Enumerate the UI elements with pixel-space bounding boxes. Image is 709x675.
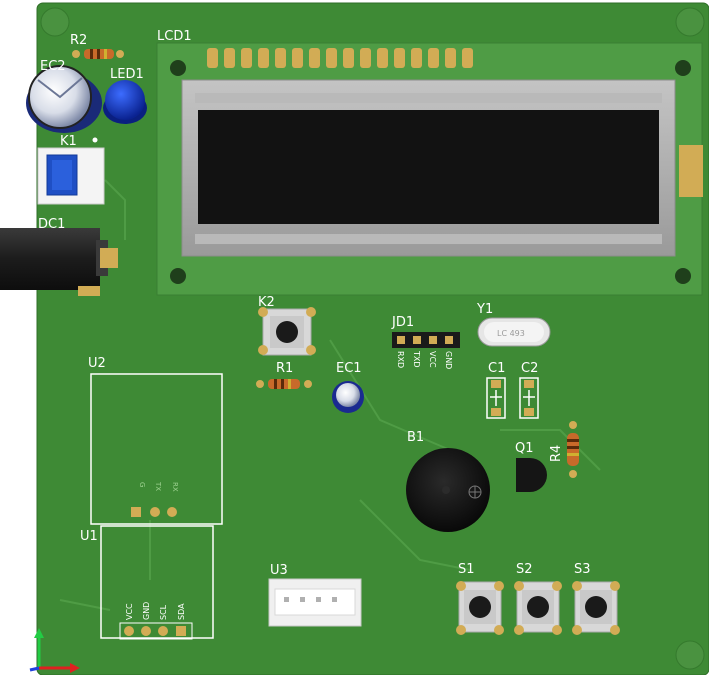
label-y1: Y1 bbox=[476, 302, 493, 317]
lcd-hole bbox=[170, 268, 186, 284]
capacitor-ec2 bbox=[26, 65, 102, 133]
u1-pin-sda: SDA bbox=[177, 603, 186, 620]
lcd-pin bbox=[275, 48, 286, 68]
resistor-r1 bbox=[256, 379, 312, 389]
lcd-pin bbox=[326, 48, 337, 68]
buttons-s bbox=[456, 581, 620, 635]
label-u3: U3 bbox=[270, 563, 288, 578]
module-u2 bbox=[90, 373, 223, 525]
u2-pin-g: G bbox=[138, 482, 146, 487]
label-s2: S2 bbox=[516, 562, 533, 577]
button-k2[interactable] bbox=[258, 307, 316, 356]
lcd-pin bbox=[207, 48, 218, 68]
module-u1 bbox=[100, 525, 214, 640]
capacitor-c2 bbox=[519, 377, 539, 419]
traces bbox=[59, 179, 601, 611]
label-r4: R4 bbox=[549, 445, 564, 462]
lcd-pin bbox=[462, 48, 473, 68]
led-led1 bbox=[103, 80, 147, 124]
label-r1: R1 bbox=[276, 361, 293, 376]
lcd-backlight-pad bbox=[679, 145, 703, 197]
lcd-pin bbox=[292, 48, 303, 68]
lcd-pin bbox=[445, 48, 456, 68]
jd1-pin-txd: TXD bbox=[412, 350, 421, 368]
k1-pin1-dot bbox=[92, 137, 98, 143]
lcd-pin bbox=[360, 48, 371, 68]
lcd-pin bbox=[377, 48, 388, 68]
mount-hole-tl bbox=[40, 7, 70, 37]
label-u2: U2 bbox=[88, 356, 106, 371]
label-b1: B1 bbox=[407, 430, 424, 445]
capacitor-ec1 bbox=[332, 381, 364, 413]
dc-jack-dc1 bbox=[0, 228, 118, 296]
label-jd1: JD1 bbox=[391, 315, 414, 330]
crystal-y1 bbox=[477, 317, 551, 347]
buzzer-b1 bbox=[406, 448, 490, 532]
button-s1[interactable] bbox=[456, 581, 504, 635]
u1-pin-scl: SCL bbox=[159, 604, 168, 620]
switch-k1[interactable] bbox=[37, 147, 105, 205]
lcd-pin bbox=[394, 48, 405, 68]
lcd-pin bbox=[411, 48, 422, 68]
u2-pin-rx: RX bbox=[171, 482, 179, 492]
u2-pin-tx: TX bbox=[154, 481, 162, 491]
u1-pin-vcc: VCC bbox=[125, 603, 134, 620]
label-s1: S1 bbox=[458, 562, 475, 577]
mount-hole-br bbox=[675, 640, 705, 670]
lcd-hole bbox=[675, 60, 691, 76]
jd1-pin-vcc: VCC bbox=[428, 351, 437, 368]
label-ec1: EC1 bbox=[336, 361, 362, 376]
label-lcd1: LCD1 bbox=[157, 29, 192, 44]
lcd-pin bbox=[258, 48, 269, 68]
label-led1: LED1 bbox=[110, 67, 144, 82]
lcd-pin bbox=[224, 48, 235, 68]
lcd-hole bbox=[170, 60, 186, 76]
lcd-pin bbox=[241, 48, 252, 68]
capacitor-c1 bbox=[486, 377, 506, 419]
lcd-pin bbox=[343, 48, 354, 68]
jd1-pin-gnd: GND bbox=[444, 351, 453, 369]
transistor-q1 bbox=[516, 458, 547, 492]
u1-pin-gnd: GND bbox=[142, 602, 151, 620]
lcd-hole bbox=[675, 268, 691, 284]
label-c2: C2 bbox=[521, 361, 538, 376]
lcd-pin bbox=[309, 48, 320, 68]
header-jd1 bbox=[392, 332, 460, 348]
y1-marking: LC 493 bbox=[497, 329, 525, 338]
axis-gizmo-icon bbox=[29, 628, 80, 673]
jd1-pin-rxd: RXD bbox=[396, 351, 405, 368]
mount-hole-tr bbox=[675, 7, 705, 37]
label-k2: K2 bbox=[258, 295, 275, 310]
resistor-r4 bbox=[567, 421, 579, 478]
resistor-r2 bbox=[72, 49, 124, 59]
label-q1: Q1 bbox=[515, 441, 534, 456]
button-s3[interactable] bbox=[572, 581, 620, 635]
lcd-bezel-lip bbox=[195, 234, 662, 244]
lcd-bezel-lip bbox=[195, 93, 662, 103]
lcd-pin bbox=[428, 48, 439, 68]
label-u1: U1 bbox=[80, 529, 98, 544]
lcd-header-pins bbox=[207, 48, 473, 68]
label-s3: S3 bbox=[574, 562, 591, 577]
label-c1: C1 bbox=[488, 361, 505, 376]
button-s2[interactable] bbox=[514, 581, 562, 635]
label-ec2: EC2 bbox=[40, 59, 66, 74]
lcd-screen bbox=[198, 110, 659, 224]
label-r2: R2 bbox=[70, 33, 87, 48]
connector-u3 bbox=[268, 578, 362, 627]
label-k1: K1 bbox=[60, 134, 77, 149]
